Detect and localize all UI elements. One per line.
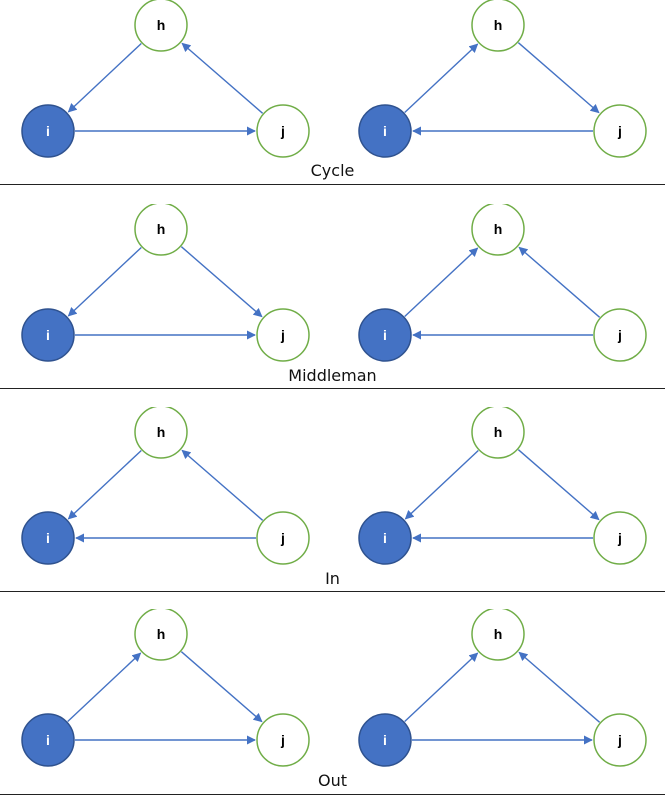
node-label-j: j	[617, 530, 622, 546]
node-label-i: i	[383, 732, 387, 748]
node-h	[471, 0, 525, 52]
motif-caption: Middleman	[288, 366, 377, 385]
section-divider	[0, 388, 665, 389]
motif-diagram: h i j	[358, 609, 647, 767]
motif-caption: In	[325, 569, 340, 588]
edge-h-to-j	[517, 42, 600, 114]
node-j	[593, 104, 647, 158]
node-label-i: i	[46, 327, 50, 343]
node-h	[471, 407, 525, 459]
node-i	[358, 308, 412, 362]
section-divider	[0, 184, 665, 185]
node-label-h: h	[494, 221, 503, 237]
section-divider	[0, 591, 665, 592]
edge-h-to-i	[67, 449, 142, 520]
node-label-j: j	[280, 123, 285, 139]
node-label-j: j	[617, 327, 622, 343]
edge-h-to-j	[180, 651, 263, 723]
node-i	[21, 104, 75, 158]
node-i	[21, 308, 75, 362]
node-i	[358, 104, 412, 158]
node-j	[593, 713, 647, 767]
edge-h-to-j	[180, 246, 263, 318]
node-label-h: h	[494, 424, 503, 440]
node-label-i: i	[383, 123, 387, 139]
node-label-i: i	[383, 327, 387, 343]
node-i	[358, 511, 412, 565]
edge-h-to-i	[404, 449, 479, 520]
node-label-h: h	[157, 424, 166, 440]
edge-j-to-h	[181, 42, 264, 114]
motif-diagrams-in: h i j h i j	[21, 407, 647, 565]
node-label-j: j	[280, 732, 285, 748]
motif-diagram: h i j	[21, 0, 310, 158]
node-h	[134, 204, 188, 256]
node-label-h: h	[157, 17, 166, 33]
node-j	[593, 511, 647, 565]
node-label-j: j	[280, 327, 285, 343]
node-label-i: i	[46, 530, 50, 546]
motif-diagrams-cycle: h i j h i j	[21, 0, 647, 158]
edge-i-to-h	[404, 43, 479, 114]
node-h	[134, 0, 188, 52]
edge-j-to-h	[518, 246, 601, 318]
edge-j-to-h	[181, 449, 264, 521]
node-j	[256, 511, 310, 565]
node-label-j: j	[617, 732, 622, 748]
node-label-i: i	[383, 530, 387, 546]
node-h	[471, 609, 525, 661]
node-label-h: h	[157, 626, 166, 642]
motif-diagrams-out: h i j h i j	[21, 609, 647, 767]
node-label-i: i	[46, 123, 50, 139]
edge-i-to-h	[404, 247, 479, 318]
node-i	[21, 713, 75, 767]
node-label-j: j	[280, 530, 285, 546]
node-j	[593, 308, 647, 362]
node-h	[134, 609, 188, 661]
motif-group-in: h i j h i j In	[0, 407, 665, 592]
motif-diagram: h i j	[358, 204, 647, 362]
node-label-h: h	[157, 221, 166, 237]
node-j	[256, 308, 310, 362]
node-label-h: h	[494, 626, 503, 642]
edge-h-to-i	[67, 246, 142, 317]
node-label-h: h	[494, 17, 503, 33]
node-j	[256, 713, 310, 767]
motif-diagram: h i j	[21, 609, 310, 767]
node-h	[134, 407, 188, 459]
motif-diagram: h i j	[21, 204, 310, 362]
motif-diagram: h i j	[21, 407, 310, 565]
motif-diagram: h i j	[358, 0, 647, 158]
edge-h-to-i	[67, 42, 142, 113]
node-i	[21, 511, 75, 565]
node-label-i: i	[46, 732, 50, 748]
motif-caption: Out	[317, 771, 347, 790]
edge-j-to-h	[518, 651, 601, 723]
edge-i-to-h	[404, 652, 479, 723]
section-divider	[0, 794, 665, 795]
motif-group-cycle: h i j h i j Cycle	[0, 0, 665, 185]
node-label-j: j	[617, 123, 622, 139]
node-j	[256, 104, 310, 158]
motif-diagrams-middleman: h i j h i j	[21, 204, 647, 362]
motif-diagram: h i j	[358, 407, 647, 565]
motif-caption: Cycle	[310, 161, 355, 180]
motif-group-out: h i j h i j Out	[0, 609, 665, 795]
motif-group-middleman: h i j h i j Middleman	[0, 204, 665, 389]
edge-h-to-j	[517, 449, 600, 521]
node-h	[471, 204, 525, 256]
edge-i-to-h	[67, 652, 142, 723]
node-i	[358, 713, 412, 767]
